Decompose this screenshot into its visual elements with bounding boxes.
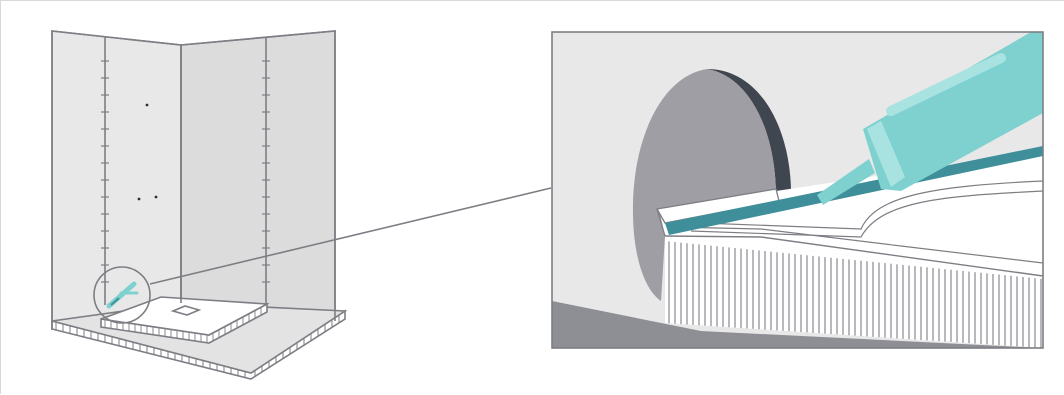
sealant-cartridge-icon <box>817 32 1043 205</box>
tray-upstand-edge <box>656 208 666 237</box>
shower-tray-top <box>100 296 270 336</box>
tray-basin-edge-2 <box>700 180 1043 230</box>
wall-hole-shadow <box>707 69 792 201</box>
sealant-bead <box>665 146 1043 235</box>
screw-dot <box>145 103 149 107</box>
sealant-gun-icon <box>106 281 139 309</box>
tray-rim-inner <box>670 226 1043 264</box>
overview-shower <box>51 30 348 380</box>
shower-tray-hatch <box>104 307 262 343</box>
tray-basin-edge <box>690 190 1043 238</box>
screw-dot <box>154 195 158 199</box>
detail-floor <box>552 301 1043 348</box>
detail-panel-border <box>551 31 1044 349</box>
wall-hole-face <box>632 69 777 301</box>
stud-ticks <box>101 60 270 283</box>
screw-dot <box>137 197 141 201</box>
floor-base-hatch <box>55 314 340 378</box>
detail-panel <box>552 32 1043 348</box>
magnifier-circle-icon <box>93 266 151 324</box>
detail-tray-hatch <box>668 241 1042 348</box>
left-wall-panel <box>51 30 182 330</box>
shower-drain <box>170 305 202 316</box>
tray-rim-outer <box>664 235 1043 277</box>
zoom-connector-line <box>149 187 552 285</box>
detail-tray-top <box>659 151 1043 276</box>
right-wall-panel <box>180 30 336 322</box>
